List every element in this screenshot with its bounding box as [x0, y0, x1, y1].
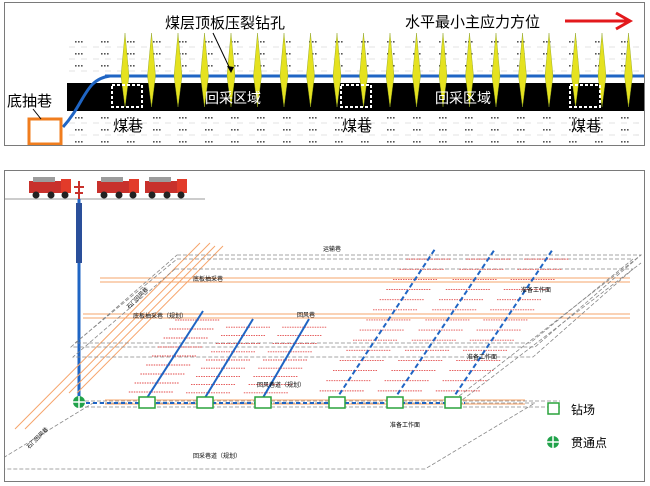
fracture-wing [253, 32, 262, 108]
label-bottom-drain-plan: 底板抽采巷（规划） [133, 312, 187, 320]
coal-roadway-box-3 [569, 84, 601, 108]
label-prep-face-3: 准备工作面 [390, 421, 420, 429]
fracture-wing [147, 32, 156, 108]
label-mining-plan: 回采巷道（规划） [193, 452, 241, 460]
drill-site-4 [328, 396, 346, 409]
dashed-horizontal-wells [334, 248, 554, 402]
drill-site-5 [386, 396, 404, 409]
fracture-wing [597, 32, 607, 108]
fracture-wing [332, 32, 342, 108]
solid-horizontal-wells [144, 310, 310, 402]
fracture-wing [385, 32, 395, 108]
fracture-wing [200, 32, 209, 108]
profile-drawing: 煤层顶板压裂钻孔 水平最小主应力方位 底抽巷 煤巷 煤巷 煤巷 回采区域 回采区… [7, 11, 644, 145]
label-prep-face-1: 准备工作面 [521, 286, 551, 294]
plan-drawing: 运输巷 底板抽采巷 底板抽采巷（规划） 回风巷 回风巷道（规划） 回采巷道（规划… [5, 177, 643, 470]
coal-roadway-box-1 [111, 84, 143, 108]
stress-direction-label: 水平最小主应力方位 [405, 13, 540, 31]
fracture-wing [306, 32, 315, 108]
label-return-air-plan: 回风巷道（规划） [257, 381, 305, 389]
mining-area-label-2: 回采区域 [435, 91, 491, 107]
fracture-wing [491, 32, 501, 108]
drill-site-3 [254, 396, 272, 409]
title-pointer-head [227, 66, 234, 73]
label-bottom-drain: 底板抽采巷 [193, 275, 223, 283]
breakthrough-point-icon [73, 396, 85, 408]
bottom-drift-box [27, 117, 63, 145]
label-return-air: 回风巷 [297, 311, 315, 319]
stress-arrow-head [615, 11, 634, 31]
coal-roadway-label-2: 煤巷 [342, 117, 372, 135]
wellhead-icon [74, 181, 84, 199]
fracture-wing [465, 32, 474, 108]
fracturing-truck-3 [145, 177, 187, 199]
drill-sites [138, 396, 462, 409]
title-pointer [212, 32, 232, 72]
roof-fracturing-profile: 煤层顶板压裂钻孔 水平最小主应力方位 底抽巷 煤巷 煤巷 煤巷 回采区域 回采区… [4, 2, 645, 146]
label-transport: 运输巷 [323, 245, 341, 253]
fracture-wing [173, 32, 183, 108]
fracture-wing [120, 32, 130, 108]
legend-breakthrough-icon [547, 436, 559, 448]
legend-drill-site-icon [547, 402, 560, 415]
drill-site-1 [138, 396, 156, 409]
legend-breakthrough-label: 贯通点 [571, 436, 607, 450]
fracturing-truck-1 [29, 177, 71, 199]
fracture-wing [544, 32, 554, 108]
mining-area-label-1: 回采区域 [205, 91, 261, 107]
fracture-wing [279, 32, 289, 108]
well-casing [76, 203, 82, 263]
fracture-wings [120, 32, 633, 108]
label-vertical-left-2: 石门回风巷 [25, 425, 50, 450]
fracture-wing [359, 32, 368, 108]
fracture-wing [624, 32, 633, 108]
coal-roadway-box-2 [340, 84, 372, 108]
coal-roadway-label-3: 煤巷 [571, 117, 601, 135]
profile-title: 煤层顶板压裂钻孔 [165, 14, 285, 32]
legend-drill-site-label: 钻场 [571, 402, 595, 417]
drill-site-6 [444, 396, 462, 409]
fracturing-truck-2 [97, 177, 139, 199]
coal-roadway-label-1: 煤巷 [113, 117, 143, 135]
drill-site-2 [196, 396, 214, 409]
fracture-wing [438, 32, 448, 108]
bottom-drift-label: 底抽巷 [7, 92, 52, 110]
fracture-wing [412, 32, 421, 108]
borehole-curve [61, 74, 111, 129]
fracture-wing [518, 32, 527, 108]
drift-pointer [32, 108, 42, 120]
label-prep-face-2: 准备工作面 [467, 353, 497, 361]
mine-layout-plan: 运输巷 底板抽采巷 底板抽采巷（规划） 回风巷 回风巷道（规划） 回采巷道（规划… [4, 170, 645, 482]
